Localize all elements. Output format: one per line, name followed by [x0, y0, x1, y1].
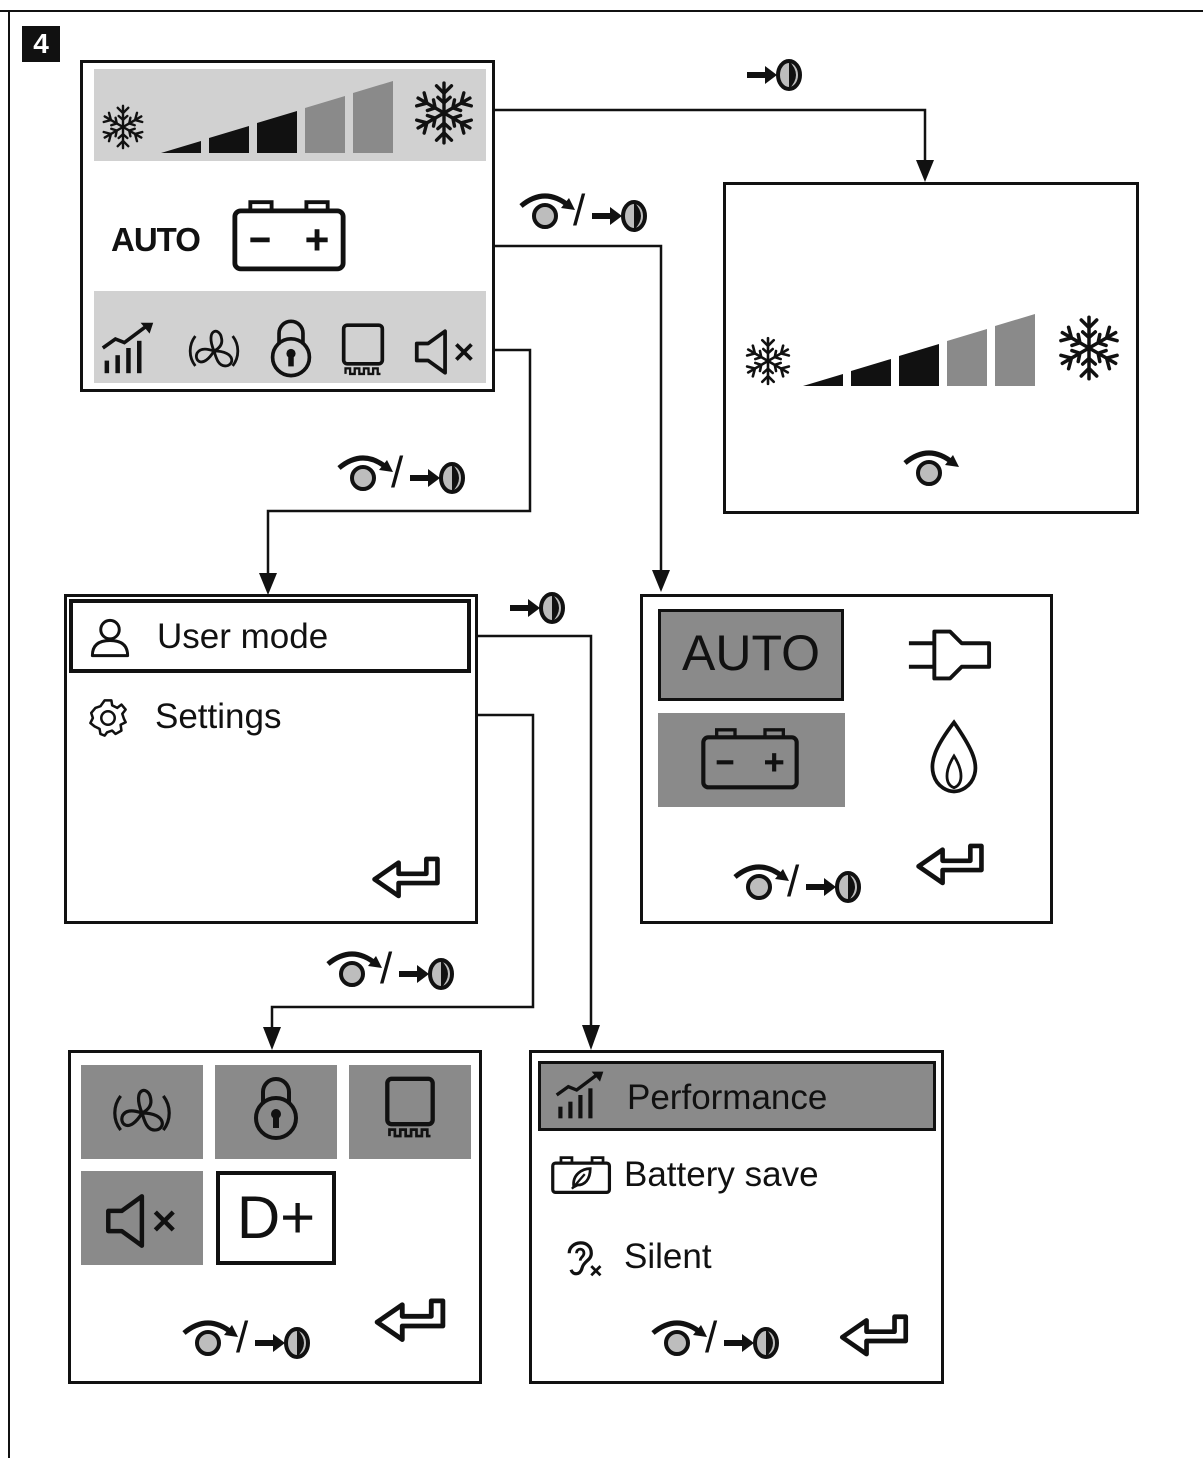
rotary-knob-icon: [178, 1317, 238, 1357]
push-button-icon: [508, 588, 568, 628]
step-badge: 4: [22, 26, 60, 62]
push-button-icon: [408, 458, 468, 498]
snowflake-large-icon: [1054, 313, 1124, 383]
menu-item-label: User mode: [157, 617, 329, 656]
frame-left-border: [8, 10, 10, 1458]
dplus-setting-tile[interactable]: D+: [216, 1171, 336, 1265]
battery-icon: [700, 727, 800, 791]
slash-separator: /: [391, 448, 404, 497]
display-icon: [340, 321, 386, 379]
slash-separator: /: [380, 944, 393, 993]
snowflake-small-icon: [99, 103, 147, 151]
push-button-icon: [590, 196, 650, 236]
mode-item-label: Battery save: [624, 1155, 819, 1194]
mode-item-label: Performance: [627, 1078, 828, 1117]
user-icon: [89, 617, 131, 659]
rotary-knob-icon: [333, 452, 393, 492]
fan-icon: [110, 1081, 174, 1145]
mode-item-battery-save[interactable]: Battery save: [538, 1143, 936, 1213]
push-button-icon: [804, 867, 864, 907]
fan-level-bars-icon: [803, 314, 1035, 386]
mute-icon: [413, 328, 479, 376]
push-button-icon: [745, 55, 805, 95]
auto-option[interactable]: AUTO: [658, 609, 844, 701]
slash-separator: /: [236, 1313, 249, 1362]
flame-icon[interactable]: [926, 717, 982, 795]
battery-leaf-icon: [550, 1155, 614, 1195]
lock-icon: [268, 317, 314, 379]
return-arrow-icon[interactable]: [836, 1313, 912, 1369]
mode-item-silent[interactable]: Silent: [538, 1225, 936, 1295]
return-arrow-icon[interactable]: [369, 855, 443, 911]
auto-label: AUTO: [682, 625, 820, 681]
display-setting-tile[interactable]: [349, 1065, 471, 1159]
battery-icon: [231, 199, 347, 273]
fan-icon: [186, 323, 242, 379]
dplus-label: D+: [236, 1184, 316, 1251]
battery-option[interactable]: [658, 713, 845, 807]
mode-item-label: Silent: [624, 1237, 712, 1276]
power-source-screen[interactable]: AUTO /: [640, 594, 1053, 924]
mode-item-performance[interactable]: Performance: [538, 1061, 936, 1131]
push-button-icon: [253, 1323, 313, 1363]
push-button-icon: [397, 954, 457, 994]
user-mode-screen[interactable]: Performance Battery save Silent /: [529, 1050, 944, 1384]
plug-icon[interactable]: [905, 625, 993, 685]
mute-setting-tile[interactable]: [81, 1171, 203, 1265]
frame-top-border: [0, 10, 1203, 12]
fan-level-bars-icon: [161, 81, 393, 153]
slash-separator: /: [573, 186, 586, 235]
return-arrow-icon[interactable]: [371, 1297, 449, 1355]
gear-icon: [87, 697, 129, 739]
rotary-knob-icon: [515, 190, 575, 230]
menu-screen[interactable]: User mode Settings: [64, 594, 478, 924]
lock-icon: [251, 1075, 301, 1141]
performance-icon: [101, 321, 155, 375]
auto-label: AUTO: [111, 221, 201, 258]
ear-mute-icon: [560, 1233, 606, 1279]
return-arrow-icon[interactable]: [913, 842, 987, 898]
menu-item-user-mode[interactable]: User mode: [69, 599, 471, 673]
snowflake-small-icon: [742, 335, 794, 387]
rotary-knob-icon: [647, 1317, 707, 1357]
menu-item-settings[interactable]: Settings: [69, 681, 471, 755]
fan-setting-tile[interactable]: [81, 1065, 203, 1159]
slash-separator: /: [787, 857, 800, 906]
performance-icon: [555, 1070, 605, 1120]
display-icon: [383, 1075, 437, 1141]
slash-separator: /: [705, 1313, 718, 1362]
mute-icon: [103, 1193, 183, 1249]
main-screen[interactable]: AUTO: [80, 60, 495, 392]
settings-screen[interactable]: D+ /: [68, 1050, 482, 1384]
fan-speed-screen[interactable]: [723, 182, 1139, 514]
rotary-knob-icon: [729, 861, 789, 901]
rotary-knob-icon[interactable]: [899, 447, 959, 487]
snowflake-large-icon: [410, 79, 478, 147]
push-button-icon: [722, 1323, 782, 1363]
rotary-knob-icon: [322, 948, 382, 988]
lock-setting-tile[interactable]: [215, 1065, 337, 1159]
menu-item-label: Settings: [155, 697, 282, 736]
